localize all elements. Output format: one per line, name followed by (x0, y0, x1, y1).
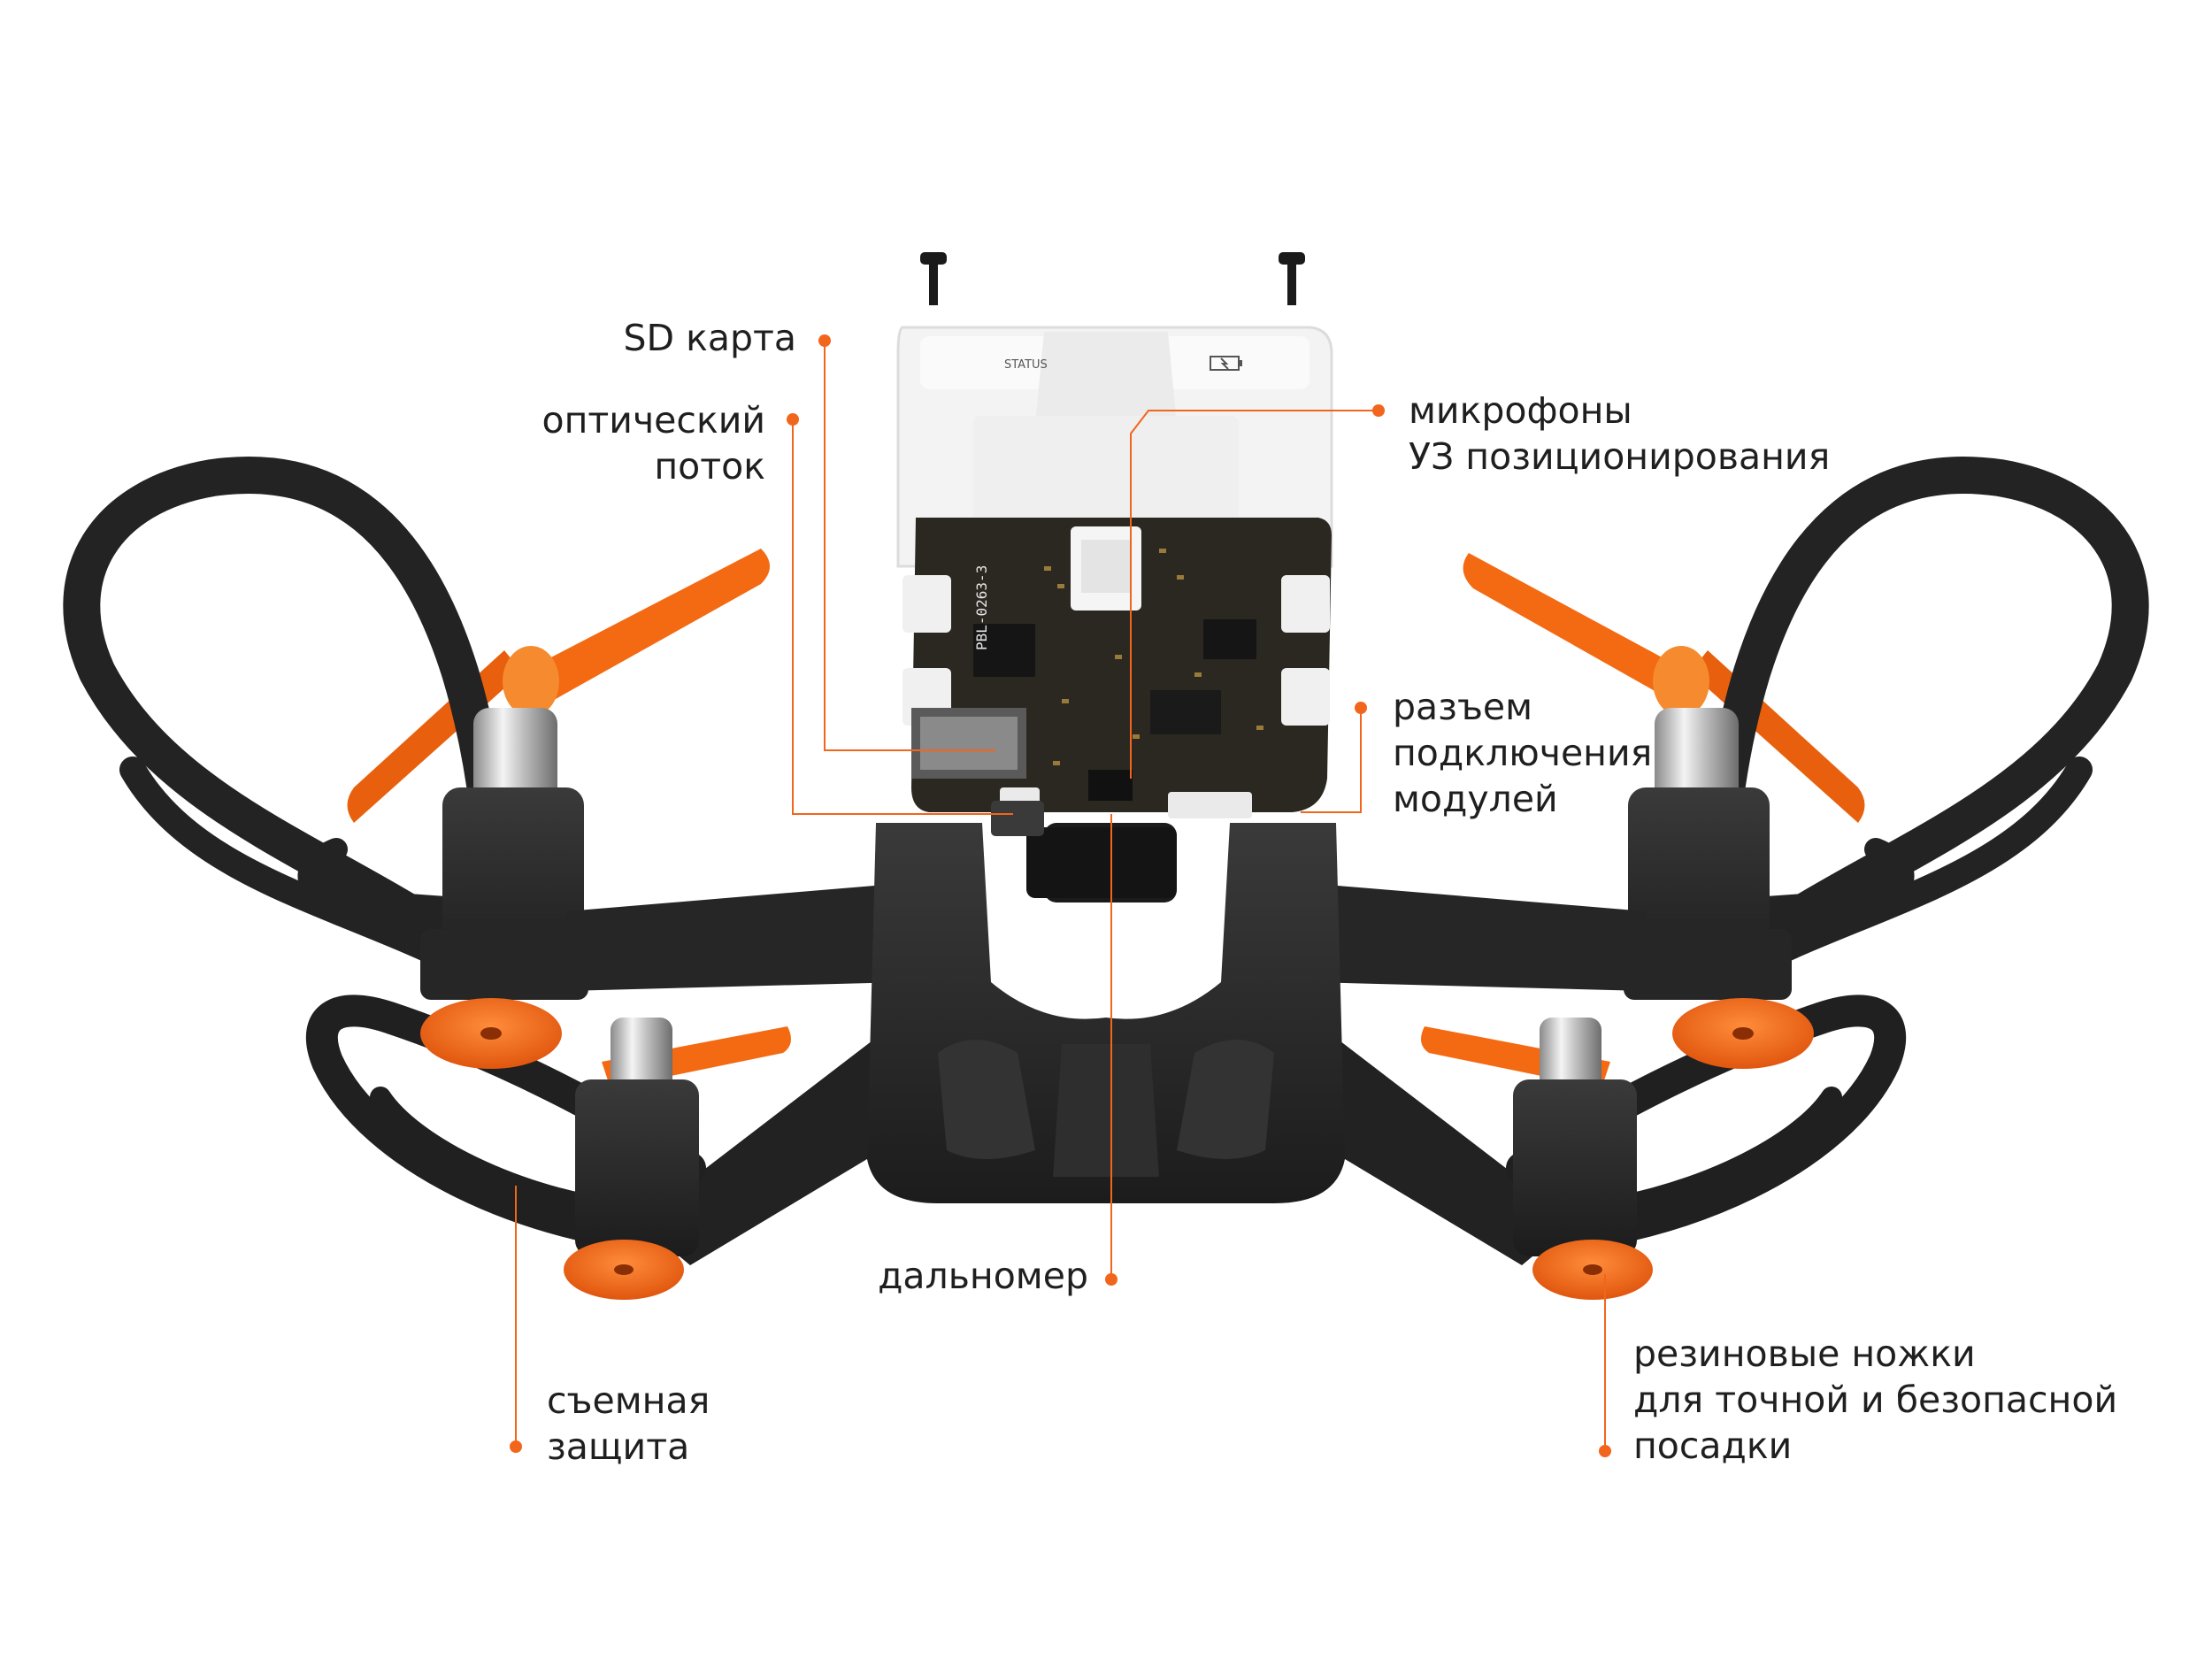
callout-rubber-feet-line-2: для точной и безопасной (1633, 1379, 2118, 1421)
rubber-foot-left-upper (420, 998, 562, 1069)
battery-charging-icon (1210, 356, 1242, 371)
callout-optical-flow: оптический поток (495, 397, 765, 489)
callout-module-connector: разъем подключения модулей (1393, 684, 1652, 822)
dot-optical-flow (787, 413, 799, 426)
callout-optical-flow-line-1: оптический (541, 399, 765, 442)
dot-removable-guard (510, 1440, 522, 1453)
leader-module-connector (1301, 708, 1362, 813)
circuit-board: PBL-0263-3 (902, 518, 1332, 823)
battery-case: STATUS (896, 326, 1333, 568)
callout-microphones-line-2: УЗ позиционирования (1409, 435, 1831, 478)
rubber-foot-left-lower (564, 1240, 684, 1300)
dot-microphones (1372, 404, 1385, 417)
callout-module-connector-line-2: подключения (1393, 732, 1653, 774)
callout-optical-flow-line-2: поток (654, 445, 765, 488)
dot-module-connector (1355, 702, 1367, 714)
motor-right-upper (1624, 708, 1792, 1000)
status-label: STATUS (1004, 358, 1048, 372)
motor-left-upper (420, 708, 588, 1000)
callout-removable-guard-line-2: защита (547, 1425, 690, 1468)
dot-rangefinder (1105, 1273, 1118, 1286)
leader-sd-card (824, 341, 995, 751)
callout-microphones-line-1: микрофоны (1409, 389, 1632, 432)
callout-rangefinder-line-1: дальномер (878, 1255, 1088, 1297)
motor-left-lower (575, 1018, 699, 1256)
screw-right (1279, 252, 1305, 305)
leader-microphones (1130, 410, 1379, 779)
callout-module-connector-line-1: разъем (1393, 686, 1533, 728)
callout-rubber-feet: резиновые ножки для точной и безопасной … (1633, 1331, 2117, 1469)
callout-sd-card: SD карта (566, 315, 796, 361)
dot-rubber-feet (1599, 1445, 1611, 1457)
screw-left (920, 252, 947, 305)
rangefinder-sensor (991, 801, 1177, 898)
dot-sd-card (818, 334, 831, 347)
rubber-foot-right-upper (1672, 998, 1814, 1069)
callout-module-connector-line-3: модулей (1393, 778, 1558, 820)
rubber-foot-right-lower (1532, 1240, 1653, 1300)
callout-microphones: микрофоны УЗ позиционирования (1409, 388, 1830, 480)
callout-lines (515, 341, 1606, 1451)
leader-optical-flow (792, 419, 1013, 815)
callout-dots (510, 334, 1611, 1457)
callout-rubber-feet-line-3: посадки (1633, 1425, 1793, 1467)
callout-removable-guard: съемная защита (547, 1378, 710, 1470)
callout-rubber-feet-line-1: резиновые ножки (1633, 1333, 1976, 1375)
motor-right-lower (1513, 1018, 1637, 1256)
board-part-number: PBL-0263-3 (973, 565, 990, 650)
callout-sd-card-line-1: SD карта (623, 317, 796, 359)
callout-removable-guard-line-1: съемная (547, 1379, 710, 1422)
callout-rangefinder: дальномер (796, 1253, 1088, 1299)
